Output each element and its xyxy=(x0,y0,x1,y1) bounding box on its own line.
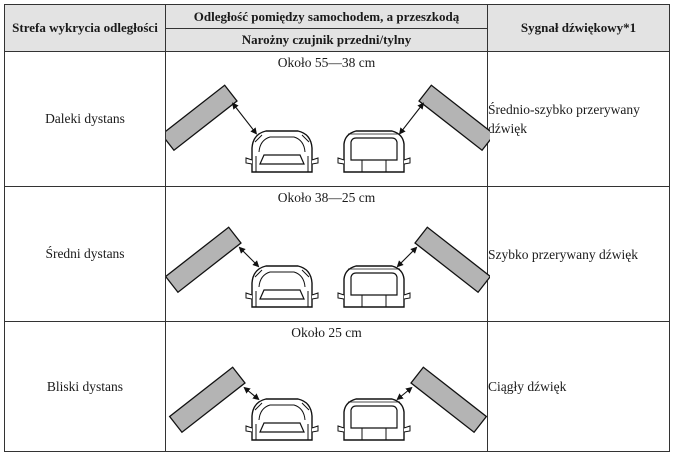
car-rear-icon xyxy=(337,265,411,308)
signal-cell: Szybko przerywany dźwięk xyxy=(487,186,670,322)
distance-arrow-left xyxy=(243,386,260,401)
figure-cell: Około 25 cm xyxy=(165,321,488,452)
signal-cell: Średnio-szybko przerywany dźwięk xyxy=(487,51,670,187)
distance-arrow-left xyxy=(238,246,260,268)
car-rear-icon xyxy=(337,130,411,173)
range-label: Około 55—38 cm xyxy=(277,55,376,70)
distance-arrow-right xyxy=(396,386,413,401)
range-label: Około 38—25 cm xyxy=(277,190,376,205)
distance-arrow-left xyxy=(231,102,258,135)
zone-header: Strefa wykrycia odległości xyxy=(4,4,166,52)
distance-header: Odległość pomiędzy samochodem, a przeszk… xyxy=(165,4,488,29)
obstacle-left xyxy=(166,84,238,152)
sensor-table: Strefa wykrycia odległości Odległość pom… xyxy=(4,4,670,452)
zone-cell: Średni dystans xyxy=(4,186,166,322)
signal-cell: Ciągły dźwięk xyxy=(487,321,670,452)
car-corner-obstacle-far-figure xyxy=(166,84,490,173)
signal-header: Sygnał dźwiękowy*1 xyxy=(487,4,670,52)
car-rear-icon xyxy=(337,398,411,441)
distance-arrow-right xyxy=(396,246,418,268)
table-row: Średni dystans Około 38—25 cm Szybko prz… xyxy=(4,186,670,322)
obstacle-right xyxy=(414,226,490,294)
zone-cell: Bliski dystans xyxy=(4,321,166,452)
figure-cell: Około 55—38 cm xyxy=(165,51,490,187)
car-front-icon xyxy=(245,130,319,173)
obstacle-left xyxy=(168,366,246,434)
car-corner-obstacle-mid-figure xyxy=(166,226,490,308)
obstacle-right xyxy=(418,84,490,152)
table-row: Daleki dystans Około 55—38 cm Średnio-sz… xyxy=(4,51,670,187)
car-front-icon xyxy=(245,265,319,308)
car-corner-obstacle-near-figure xyxy=(168,366,488,441)
obstacle-right xyxy=(410,366,488,434)
zone-cell: Daleki dystans xyxy=(4,51,166,187)
table-row: Bliski dystans Około 25 cm Ciągły dźwięk xyxy=(4,321,670,452)
figure-cell: Około 38—25 cm xyxy=(165,186,490,322)
sensor-subheader: Narożny czujnik przedni/tylny xyxy=(165,28,488,52)
obstacle-left xyxy=(166,226,242,294)
car-front-icon xyxy=(245,398,319,441)
range-label: Około 25 cm xyxy=(291,325,362,340)
distance-arrow-right xyxy=(398,102,425,135)
